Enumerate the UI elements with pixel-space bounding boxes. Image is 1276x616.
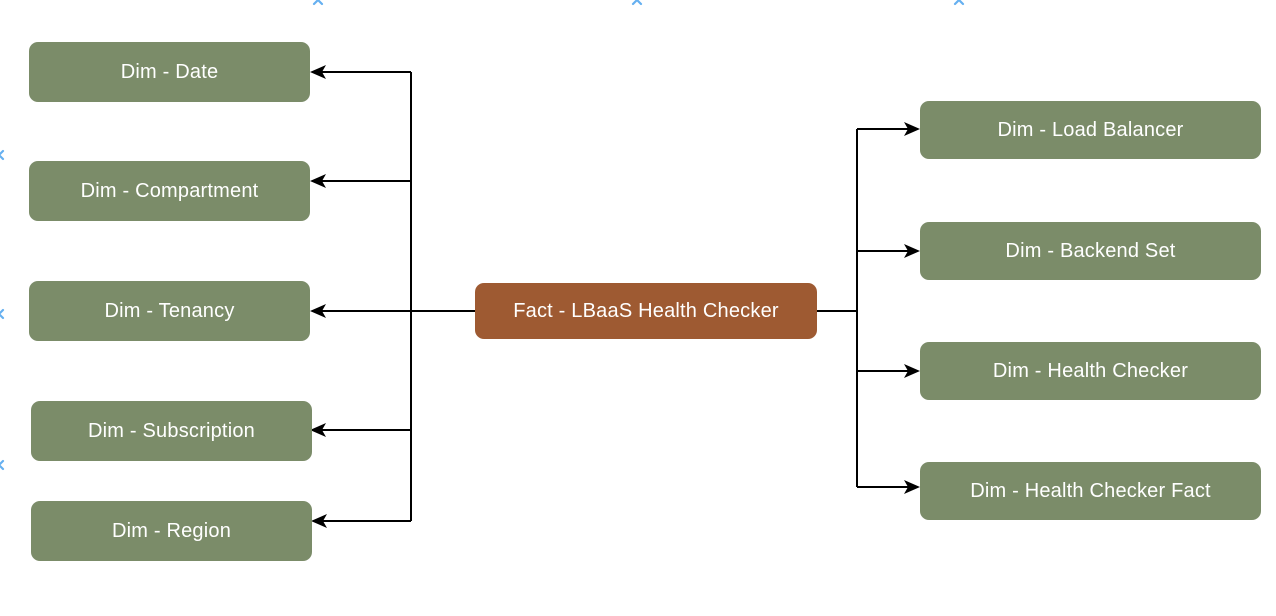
node-label: Dim - Backend Set	[1005, 239, 1176, 262]
node-label: Fact - LBaaS Health Checker	[513, 299, 779, 322]
node-dim-compartment[interactable]: Dim - Compartment	[29, 161, 310, 221]
node-dim-health-checker-fact[interactable]: Dim - Health Checker Fact	[920, 462, 1261, 520]
node-label: Dim - Compartment	[80, 179, 259, 202]
canvas-x-marker-icon	[0, 149, 5, 161]
node-dim-tenancy[interactable]: Dim - Tenancy	[29, 281, 310, 341]
arrowhead-dim-subscription	[310, 423, 326, 437]
canvas-x-marker-icon	[0, 459, 5, 471]
arrowhead-dim-region	[311, 514, 327, 528]
node-label: Dim - Health Checker Fact	[970, 479, 1211, 502]
arrowhead-dim-compartment	[310, 174, 326, 188]
canvas-x-marker-icon	[953, 0, 965, 6]
arrowhead-dim-backend-set	[904, 244, 920, 258]
node-label: Dim - Subscription	[88, 419, 255, 442]
node-label: Dim - Region	[111, 519, 232, 542]
node-dim-date[interactable]: Dim - Date	[29, 42, 310, 102]
node-label: Dim - Health Checker	[992, 359, 1189, 382]
canvas-x-marker-icon	[0, 308, 5, 320]
node-dim-backend-set[interactable]: Dim - Backend Set	[920, 222, 1261, 280]
arrowhead-dim-health-checker	[904, 364, 920, 378]
node-dim-subscription[interactable]: Dim - Subscription	[31, 401, 312, 461]
canvas-x-marker-icon	[312, 0, 324, 6]
arrowhead-dim-load-balancer	[904, 122, 920, 136]
arrowhead-dim-tenancy	[310, 304, 326, 318]
arrowhead-dim-date	[310, 65, 326, 79]
node-dim-region[interactable]: Dim - Region	[31, 501, 312, 561]
arrowhead-dim-health-checker-fact	[904, 480, 920, 494]
node-dim-health-checker[interactable]: Dim - Health Checker	[920, 342, 1261, 400]
node-fact-lbaas-health-checker[interactable]: Fact - LBaaS Health Checker	[475, 283, 817, 339]
node-label: Dim - Date	[120, 60, 219, 83]
node-dim-load-balancer[interactable]: Dim - Load Balancer	[920, 101, 1261, 159]
canvas-x-marker-icon	[631, 0, 643, 6]
node-label: Dim - Tenancy	[104, 299, 235, 322]
node-label: Dim - Load Balancer	[997, 118, 1184, 141]
